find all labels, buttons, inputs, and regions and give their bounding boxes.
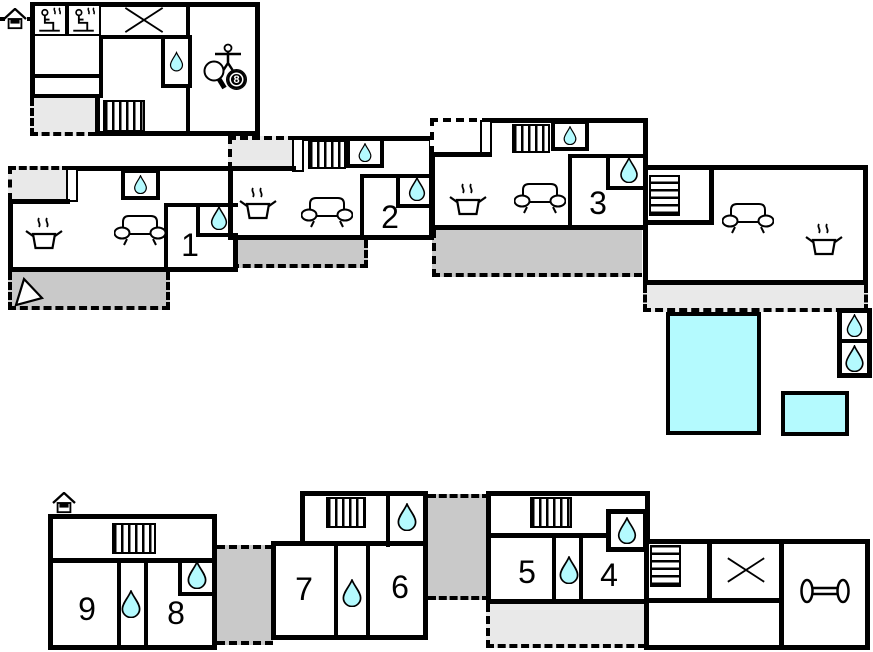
bathroom-water-drop-icon [606, 154, 648, 190]
wall-segment [709, 165, 714, 225]
wall-segment [164, 203, 168, 272]
bathroom-water-drop-icon [606, 509, 648, 552]
walkway-connector-2 [428, 494, 490, 600]
wall-segment [552, 538, 556, 604]
room-number-1: 1 [181, 227, 199, 263]
dash-mark [27, 17, 30, 21]
room-number-7: 7 [295, 571, 313, 607]
room-number-3: 3 [589, 185, 607, 221]
water-drop-icon [843, 314, 866, 337]
wall-segment [386, 491, 390, 547]
bathroom-water-drop-icon [121, 169, 160, 200]
terrace-activity-house [30, 98, 96, 136]
direction-arrow-icon [12, 276, 46, 308]
porch-unit-2 [228, 136, 296, 170]
wall-segment [644, 598, 784, 603]
bathroom-water-drop-icon [196, 203, 238, 237]
stairs-icon [650, 545, 681, 587]
room-number-5: 5 [518, 554, 536, 590]
wall-segment [579, 538, 583, 604]
eight-ball-label: 8 [233, 74, 240, 86]
wall-segment [568, 154, 572, 230]
wall-segment [707, 539, 712, 603]
wall-segment [486, 533, 612, 538]
wall-segment [779, 539, 784, 650]
house-entrance-icon [52, 492, 76, 514]
wall-segment [8, 199, 70, 204]
wall-segment [30, 74, 101, 78]
house-entrance-icon [3, 8, 27, 30]
dash-mark [0, 17, 5, 21]
room-number-9: 9 [78, 591, 96, 627]
stairs-icon [326, 497, 366, 528]
door-unit-3 [480, 120, 492, 154]
wall-segment [360, 174, 364, 240]
wall-segment [643, 220, 714, 225]
room-number-6: 6 [391, 569, 409, 605]
sauna-icon [67, 4, 101, 36]
terrace-common-house [643, 285, 868, 312]
wall-segment [228, 166, 296, 171]
kitchen-pot-icon [448, 182, 488, 222]
terrace-unit-3 [432, 230, 642, 277]
wall-segment [48, 558, 217, 563]
dumbbell-icon [798, 576, 852, 606]
sofa-icon [722, 202, 774, 234]
wall-segment [99, 35, 103, 98]
room-number-2: 2 [381, 199, 399, 235]
cross-icon [726, 553, 766, 587]
wall-segment [164, 203, 238, 207]
bathroom-water-drop-icon [120, 590, 142, 618]
walkway-connector-1 [217, 545, 273, 645]
building-units-6-7-lower [271, 541, 428, 640]
stairs-icon [308, 140, 346, 169]
terrace-unit-2 [231, 240, 368, 268]
swimming-pool [666, 312, 761, 435]
wall-segment [144, 558, 148, 645]
room-number-4: 4 [600, 557, 618, 593]
kitchen-pot-icon [238, 186, 278, 226]
porch-unit-1 [8, 166, 70, 201]
table-tennis-paddle-icon [202, 60, 229, 90]
wall-segment [837, 339, 872, 343]
wall-segment [117, 558, 121, 645]
bathroom-water-drop-icon [396, 174, 434, 208]
sofa-icon [514, 182, 566, 214]
eight-ball-icon: 8 [226, 69, 247, 90]
terrace-units-4-5 [486, 604, 646, 648]
wall-segment [430, 152, 492, 157]
bathroom-water-drop-icon [341, 579, 363, 607]
bathroom-water-drop-icon [178, 558, 212, 596]
kitchen-pot-icon [24, 216, 64, 256]
kitchen-pot-icon [804, 222, 844, 262]
room-number-8: 8 [167, 595, 185, 631]
bathroom-water-drop-icon [346, 137, 384, 168]
sofa-icon [114, 214, 166, 246]
sofa-icon [301, 196, 353, 228]
wall-segment [366, 546, 370, 636]
cross-icon [122, 6, 166, 34]
stairs-icon [649, 175, 680, 216]
foosball-player-icon [213, 43, 243, 71]
bathroom-water-drop-icon [551, 120, 589, 151]
stairs-icon [512, 124, 550, 153]
stairs-icon [530, 497, 572, 528]
bathroom-water-drop-icon [396, 503, 418, 531]
bathroom-water-drop-icon [161, 35, 192, 88]
stairs-icon [112, 523, 156, 554]
wall-segment [101, 35, 186, 39]
wall-segment [334, 546, 338, 636]
building-common-house [643, 165, 868, 285]
bathroom-water-drop-icon [558, 556, 580, 584]
kiddie-pool [781, 391, 849, 436]
water-drop-icon [843, 345, 866, 372]
wall-segment [30, 94, 100, 98]
door-unit-2 [292, 138, 304, 172]
sauna-icon [33, 4, 67, 36]
door-unit-1 [66, 168, 78, 202]
stairs-icon [103, 100, 145, 132]
wall-segment [95, 96, 100, 136]
